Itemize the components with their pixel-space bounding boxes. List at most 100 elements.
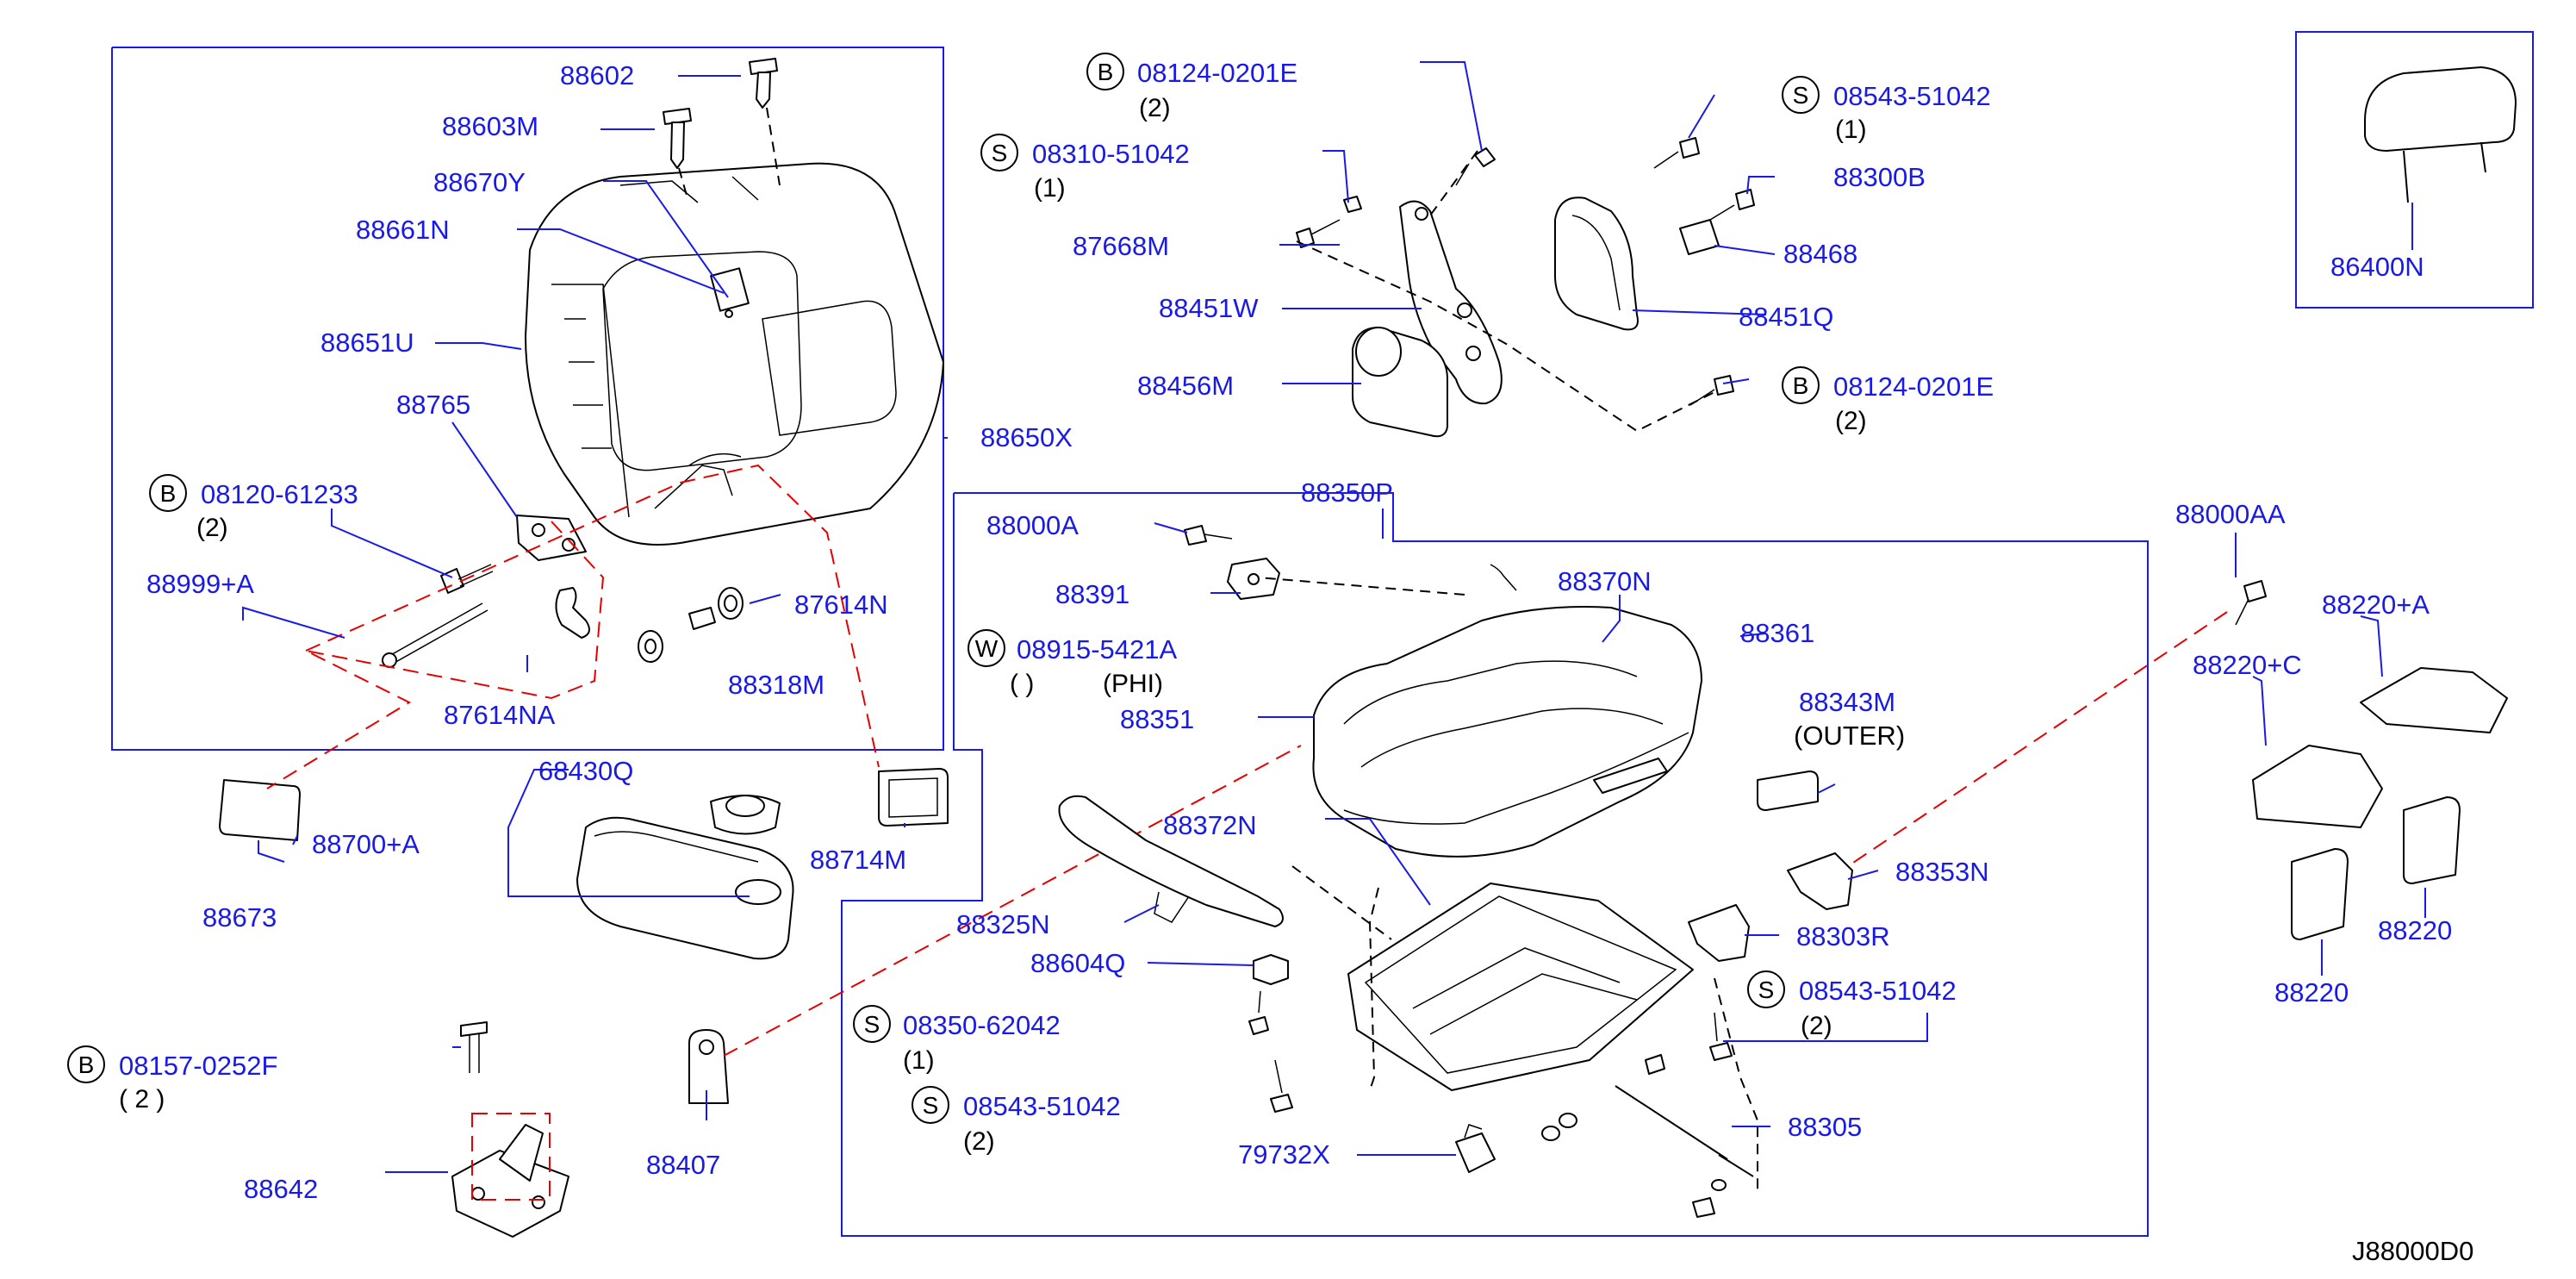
label-68430Q: 68430Q: [538, 756, 633, 786]
label-88604Q: 88604Q: [1030, 948, 1125, 978]
prefix-circle: [1747, 970, 1785, 1008]
cover-88220-b-art: [2291, 848, 2349, 940]
bushing-87614N-art: [688, 587, 744, 630]
label-88220C: 88220+C: [2193, 650, 2302, 680]
fastener-number: 08543-51042: [963, 1091, 1121, 1121]
label-79732X: 79732X: [1238, 1139, 1330, 1170]
prefix-circle: [980, 134, 1018, 172]
prefix-circle: [1782, 366, 1820, 404]
label-88650X: 88650X: [980, 422, 1073, 452]
fastener-qty: (2): [1835, 407, 1867, 435]
seat-back-group-box: [111, 47, 944, 751]
headrest-group-box: [2295, 31, 2534, 309]
fastener-callout-b-08124-top: B 08124-0201E (2): [1086, 53, 1297, 122]
label-87668M: 87668M: [1073, 231, 1169, 261]
belt-88325N-art: [1058, 795, 1284, 927]
prefix-letter: B: [160, 480, 177, 507]
prefix-letter: S: [992, 140, 1008, 166]
spacer-87614NA-art: [555, 587, 590, 639]
prefix-letter: S: [1793, 82, 1809, 109]
guide-seat-back: [305, 464, 880, 768]
label-88000A: 88000A: [986, 510, 1079, 540]
bolt-recliner-4: [1709, 189, 1755, 221]
fastener-number: 08543-51042: [1833, 81, 1991, 111]
nut-88604Q-art: [1253, 954, 1289, 985]
fastener-number: 08350-62042: [903, 1010, 1061, 1040]
cover-88456M-art: [1352, 327, 1448, 438]
cover-88220C-art: [2252, 745, 2383, 828]
label-88451W: 88451W: [1159, 293, 1259, 323]
prefix-circle: [149, 474, 187, 512]
label-88343M-note: (OUTER): [1794, 721, 1905, 751]
trim-88673-art: [219, 779, 301, 841]
fastener-qty: (PHI): [1103, 670, 1163, 698]
label-88642: 88642: [244, 1174, 318, 1204]
label-88000AA: 88000AA: [2175, 499, 2286, 529]
cushion-group-box: [841, 492, 2149, 1237]
prefix-circle: [968, 629, 1005, 667]
fastener-callout-b-08124-mid: B 08124-0201E (2): [1782, 366, 1994, 435]
bracket-88353N-art: [1787, 852, 1853, 910]
cover-88451Q-art: [1554, 197, 1639, 331]
fastener-qty: ( 2 ): [119, 1085, 165, 1114]
label-88305: 88305: [1788, 1112, 1862, 1142]
fastener-callout-b-08157: B 08157-0252F ( 2 ): [67, 1045, 277, 1114]
label-87614NA: 87614NA: [444, 700, 556, 730]
striker-88642-art: [451, 1021, 569, 1238]
label-88700A: 88700+A: [312, 829, 420, 859]
fastener-qty: (1): [903, 1046, 935, 1075]
prefix-circle: [853, 1005, 891, 1043]
fastener-callout-s-08310: S 08310-51042 (1): [980, 134, 1190, 203]
armrest-68430Q-art: [576, 816, 794, 960]
recliner-guide-2: [1429, 150, 1478, 216]
prefix-letter: S: [864, 1011, 880, 1038]
cover-88220-a-art: [2403, 796, 2461, 884]
fastener-callout-s-08543-top: S 08543-51042 (1): [1782, 76, 1991, 144]
rod-88999-art: [382, 602, 488, 668]
label-88661N: 88661N: [356, 215, 450, 245]
label-88456M: 88456M: [1137, 371, 1234, 401]
prefix-circle: [1782, 76, 1820, 114]
fastener-qty: (1): [1835, 115, 1867, 144]
fastener-number: 08120-61233: [201, 479, 358, 509]
fastener-number: 08915-5421A: [1017, 634, 1177, 664]
cushion-guide-4: [1257, 577, 1465, 596]
prefix-letter: B: [1098, 59, 1114, 85]
prefix-letter: S: [1758, 976, 1775, 1003]
fastener-qty: (2): [196, 514, 228, 542]
fastener-qty: (2): [1139, 94, 1171, 122]
bolt-recliner-2: [1296, 196, 1362, 248]
guide-seat-back-2: [266, 521, 605, 789]
bracket-88407-art: [688, 1029, 729, 1104]
bolt-cushion-2: [1270, 1059, 1293, 1113]
label-88999A: 88999+A: [146, 569, 254, 599]
fastener-number: 08543-51042: [1799, 976, 1957, 1006]
leader-lines: [242, 61, 2426, 1173]
label-88318M: 88318M: [728, 670, 824, 700]
pad-88343M-art: [1757, 771, 1819, 811]
label-88451Q: 88451Q: [1739, 302, 1833, 332]
label-88220A: 88220+A: [2322, 590, 2430, 620]
label-88714M: 88714M: [810, 845, 906, 875]
prefix-letter: B: [1793, 372, 1809, 399]
label-88407: 88407: [646, 1150, 720, 1180]
seat-back-art: [525, 162, 944, 546]
label-88303R: 88303R: [1796, 921, 1890, 951]
recliner-guide: [1296, 240, 1715, 433]
label-88300B: 88300B: [1833, 162, 1926, 192]
fastener-callout-w-08915: W 08915-5421A ( ) (PHI): [968, 629, 1177, 698]
label-87614N: 87614N: [794, 590, 888, 620]
prefix-circle: [67, 1045, 105, 1083]
label-86400N: 86400N: [2330, 252, 2424, 282]
fastener-callout-s-08543-right: S 08543-51042 (2): [1747, 970, 1957, 1040]
diagram-code: J88000D0: [2352, 1236, 2473, 1266]
label-88468: 88468: [1783, 239, 1857, 269]
label-88220-b: 88220: [2274, 977, 2349, 1008]
fastener-qty: (2): [1801, 1012, 1832, 1040]
fastener-qty: (2): [963, 1127, 995, 1156]
label-88602: 88602: [560, 60, 634, 90]
fastener-qty: (1): [1034, 174, 1066, 203]
label-88361: 88361: [1740, 618, 1814, 648]
bolt-cushion-3: [1709, 1012, 1733, 1061]
